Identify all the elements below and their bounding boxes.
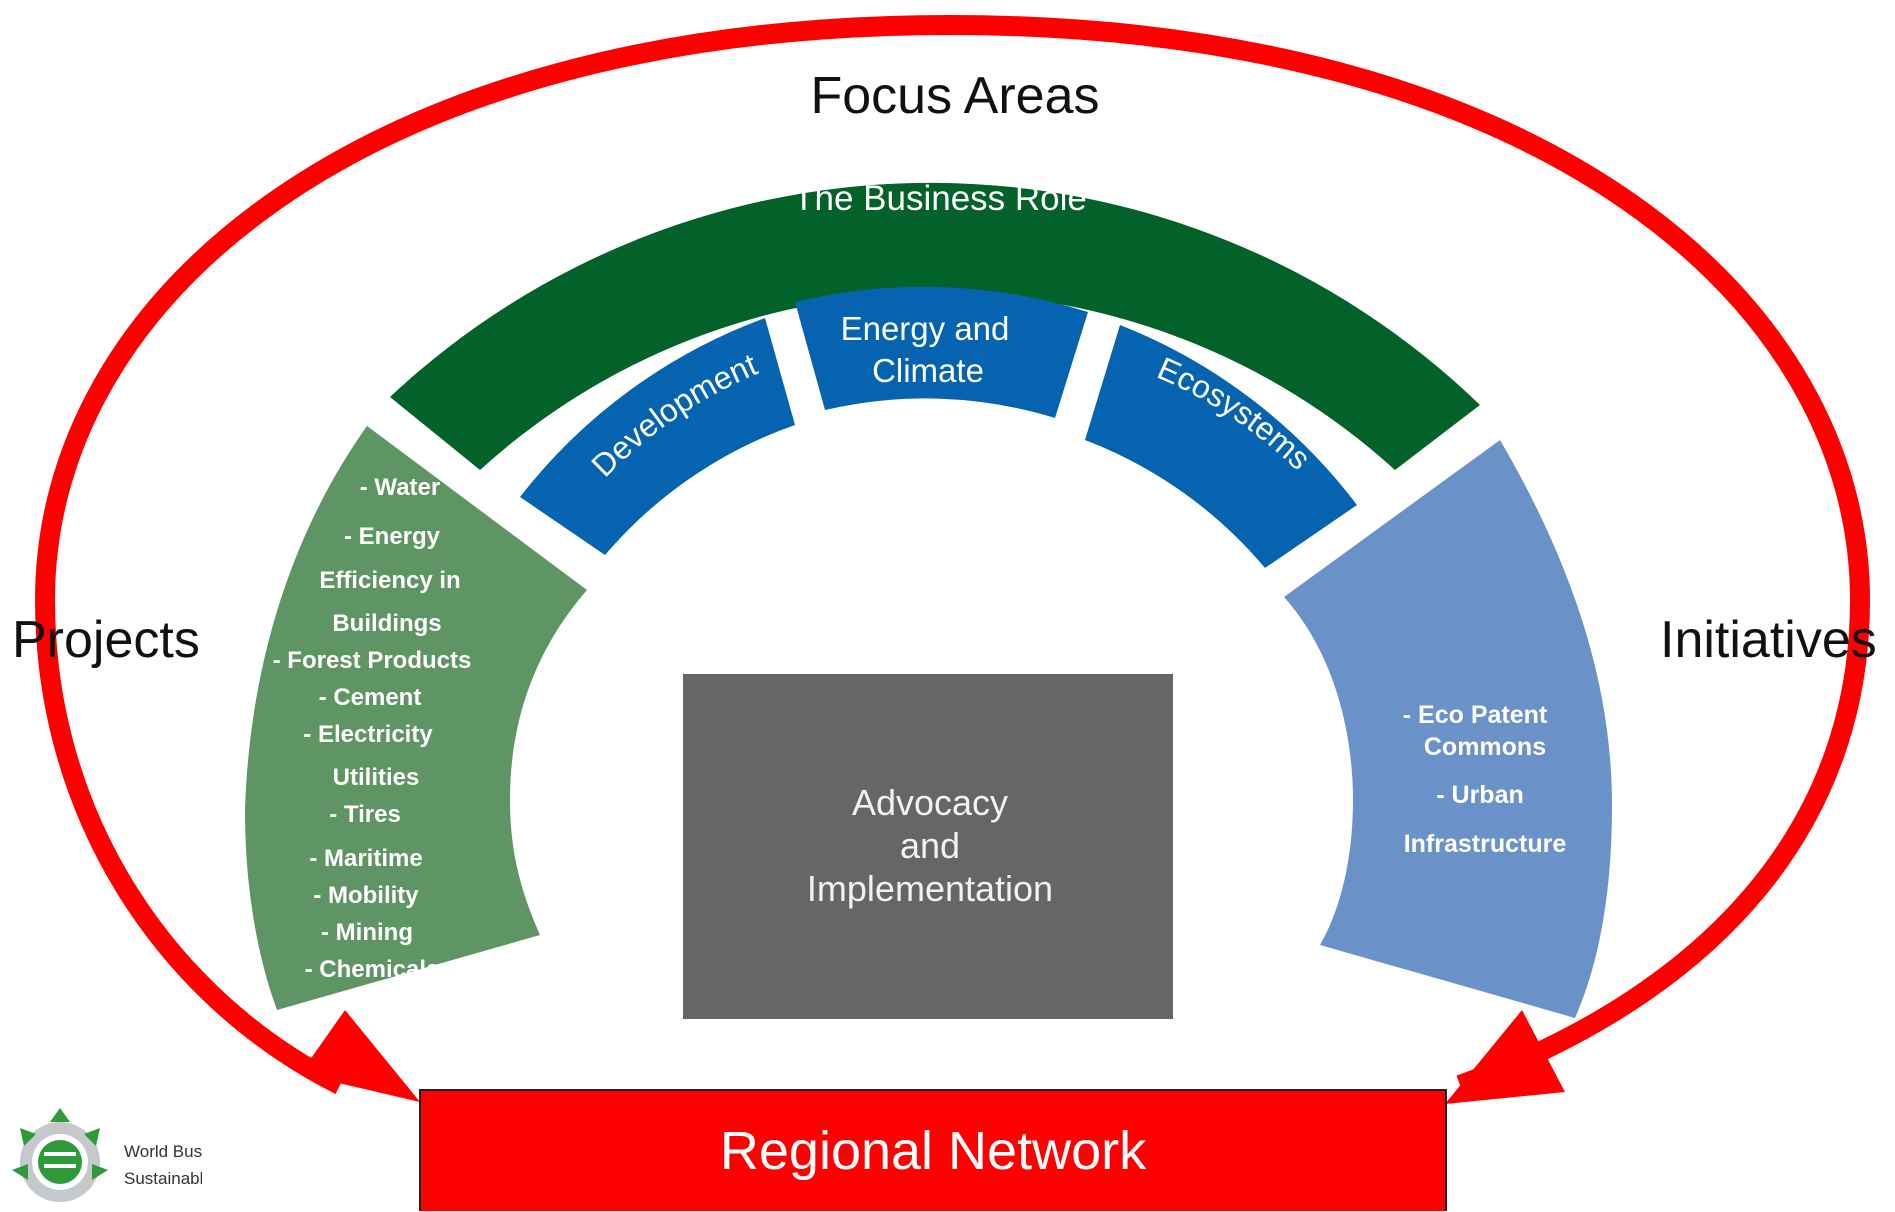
projects-item: - Mining [321, 919, 413, 946]
projects-segment [245, 426, 587, 1010]
regional-network-label: Regional Network [719, 1121, 1147, 1181]
regional-network-bar [419, 1089, 1447, 1211]
focus-area-ecosystems [1085, 325, 1357, 568]
red-cycle-ring [34, 14, 1871, 1095]
projects-item: - Maritime [309, 845, 422, 872]
advocacy-box [683, 674, 1173, 1019]
focus-area-development [520, 318, 795, 555]
advocacy-label: Advocacy and Implementation [685, 670, 1175, 1020]
initiatives-item: Commons [1424, 733, 1546, 761]
projects-title: Projects [12, 611, 200, 669]
projects-item: - Energy [344, 523, 441, 550]
projects-list: - Water - Energy Efficiency in Buildings… [273, 474, 472, 983]
projects-item: Efficiency in [319, 567, 460, 594]
initiatives-item: - Eco Patent [1403, 701, 1548, 729]
focus-area-energy-label-1: Energy and [841, 310, 1010, 347]
initiatives-title: Initiatives [1660, 611, 1877, 669]
projects-item: - Electricity [303, 721, 433, 748]
projects-item: Buildings [332, 610, 441, 637]
logo-text-line: World Business Council for [124, 1142, 202, 1161]
focus-areas-title: Focus Areas [810, 67, 1099, 125]
business-role-label: The Business Role [793, 179, 1087, 218]
business-role-arc [390, 182, 1480, 470]
initiatives-item: Infrastructure [1404, 830, 1567, 858]
initiatives-segment [1284, 440, 1612, 1018]
projects-item: - Water [360, 474, 440, 501]
projects-item: - Tires [329, 801, 401, 828]
projects-item: - Forest Products [273, 647, 472, 674]
advocacy-line: Implementation [806, 867, 1054, 909]
logo-text: World Business Council for Sustainable D… [124, 1138, 202, 1192]
projects-item: - Chemicals [305, 956, 440, 983]
projects-item: Utilities [333, 764, 420, 791]
initiatives-list: - Eco Patent Commons - Urban Infrastruct… [1403, 701, 1567, 858]
wbcsd-logo-icon [12, 1108, 108, 1202]
advocacy-line: and [899, 824, 961, 866]
focus-area-energy-climate [795, 286, 1088, 418]
projects-item: - Mobility [313, 882, 419, 909]
arrow-left-head [300, 1010, 420, 1102]
advocacy-line: Advocacy [851, 781, 1009, 823]
focus-area-energy-label-2: Climate [872, 352, 984, 389]
arrow-right-head [1445, 1010, 1565, 1104]
projects-item: - Cement [319, 684, 422, 711]
initiatives-item: - Urban [1436, 781, 1524, 809]
logo-text-line: Sustainable Development [124, 1169, 202, 1188]
